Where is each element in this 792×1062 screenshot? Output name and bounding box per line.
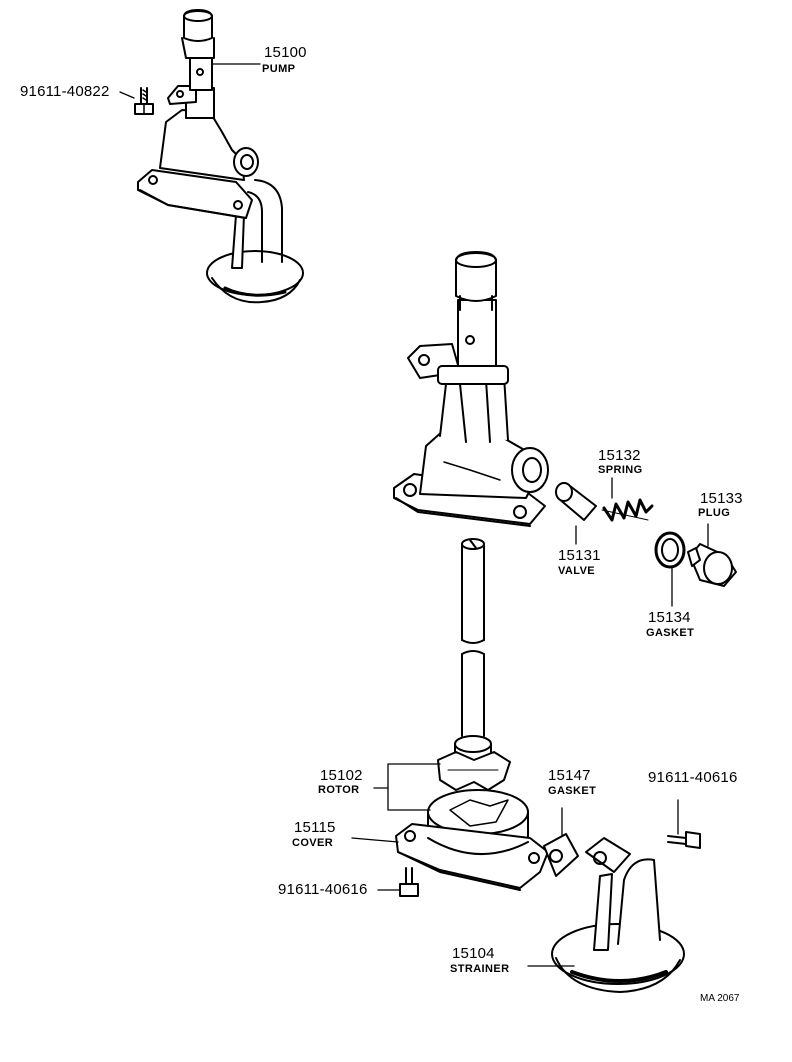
part-name-spring: SPRING (598, 464, 643, 476)
part-number-strainer: 15104 (452, 945, 495, 962)
part-number-gasket-strainer: 15147 (548, 767, 591, 784)
part-number-spring: 15132 (598, 447, 641, 464)
part-name-pump: PUMP (262, 63, 296, 75)
part-number-bolt-bottom: 91611-40616 (278, 881, 368, 898)
part-number-valve: 15131 (558, 547, 601, 564)
spring-15132-illustration (601, 498, 654, 522)
part-name-gasket-plug: GASKET (646, 627, 695, 639)
assembled-pump-illustration (137, 9, 304, 304)
strainer-15104-illustration (551, 837, 685, 993)
gasket-15147-illustration (543, 833, 579, 877)
part-number-bolt-top: 91611-40822 (20, 83, 110, 100)
part-number-plug: 15133 (700, 490, 743, 507)
part-name-plug: PLUG (698, 507, 731, 519)
part-number-bolt-right: 91611-40616 (648, 769, 738, 786)
part-number-rotor: 15102 (320, 767, 363, 784)
diagram-code: MA 2067 (700, 993, 740, 1004)
pump-body-illustration (393, 251, 549, 527)
part-name-strainer: STRAINER (450, 963, 510, 975)
bolt-91611-40616-bottom-icon (399, 867, 419, 897)
part-number-pump: 15100 (264, 44, 307, 61)
part-number-cover: 15115 (294, 819, 336, 836)
valve-15131-illustration (555, 482, 597, 521)
part-number-gasket-plug: 15134 (648, 609, 691, 626)
part-name-cover: COVER (292, 837, 334, 849)
plug-15133-illustration (687, 543, 737, 587)
part-name-gasket-strainer: GASKET (548, 785, 597, 797)
bolt-91611-40822-icon (134, 87, 154, 115)
bolt-91611-40616-right-icon (667, 831, 701, 849)
gasket-15134-illustration (654, 531, 686, 569)
rotor-15102-inner-illustration (437, 751, 511, 791)
cover-15115-illustration (395, 823, 549, 891)
leader-lines (119, 63, 709, 967)
part-name-valve: VALVE (558, 565, 596, 577)
drive-shaft-illustration (454, 538, 492, 761)
part-name-rotor: ROTOR (318, 784, 360, 796)
